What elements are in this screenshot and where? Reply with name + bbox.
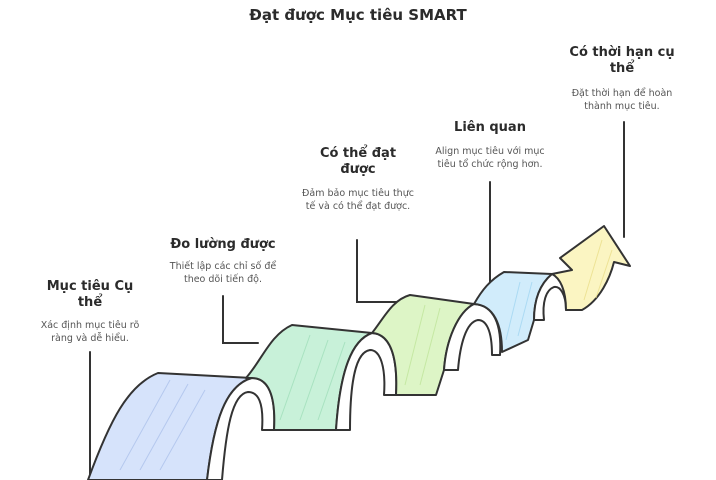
- step-4-title: Liên quan: [454, 120, 526, 135]
- step-5-title: Có thời hạn cụ thể: [569, 45, 675, 76]
- step-1-description: Xác định mục tiêu rõ ràng và dễ hiểu.: [40, 320, 140, 344]
- step-1-title: Mục tiêu Cụ thể: [46, 279, 134, 310]
- step-2-description: Thiết lập các chỉ số để theo dõi tiến độ…: [169, 261, 277, 285]
- ribbon-arrow-5: [551, 225, 631, 311]
- connector-line-3: [356, 239, 399, 303]
- step-3-description: Đảm bảo mục tiêu thực tế và có thể đạt đ…: [302, 188, 414, 212]
- step-5-description: Đặt thời hạn để hoàn thành mục tiêu.: [571, 88, 673, 112]
- connector-line-2: [222, 295, 259, 344]
- step-4-description: Align mục tiêu với mục tiêu tổ chức rộng…: [435, 146, 545, 170]
- ribbon-fold-3: [443, 303, 502, 371]
- step-2-title: Đo lường được: [170, 237, 276, 252]
- diagram-title: Đạt được Mục tiêu SMART: [249, 6, 467, 24]
- step-3-title: Có thể đạt được: [319, 146, 397, 177]
